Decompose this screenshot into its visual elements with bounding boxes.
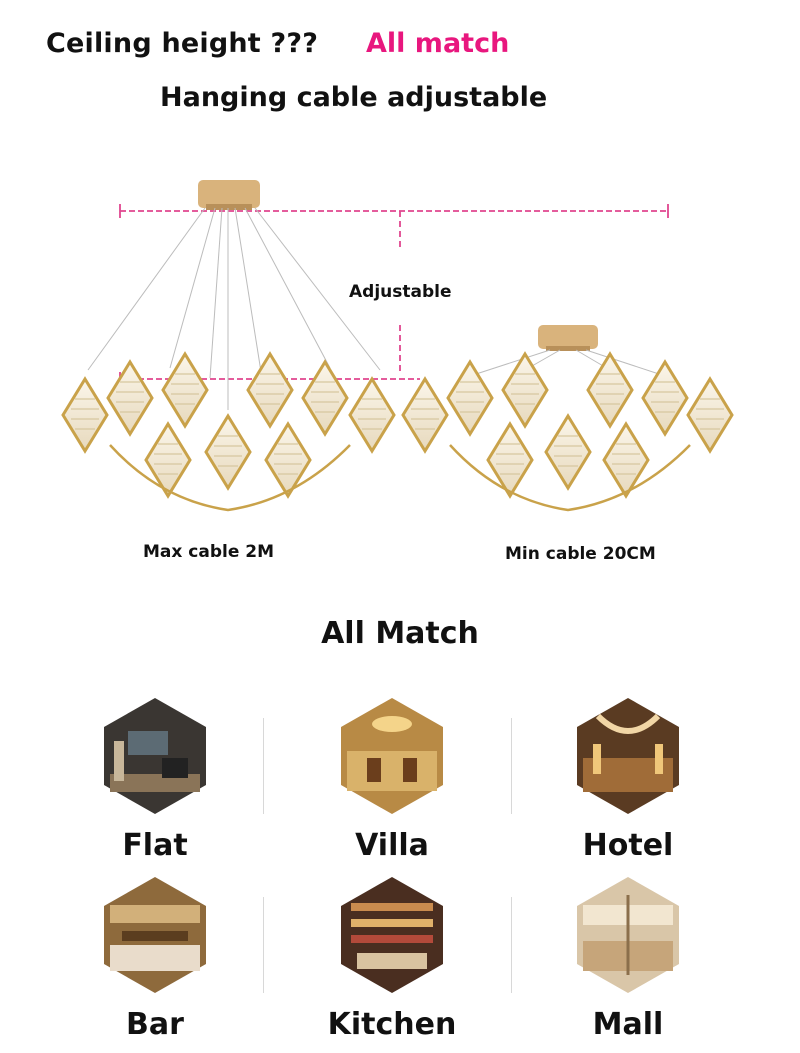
all-match-section-title: All Match: [321, 616, 479, 651]
venue-label: Hotel: [582, 828, 674, 863]
venue-kitchen: Kitchen: [292, 875, 492, 1042]
villa-image: [341, 698, 443, 814]
divider: [511, 897, 512, 993]
venue-label: Bar: [126, 1007, 184, 1042]
venue-flat: Flat: [55, 696, 255, 863]
mall-image: [577, 877, 679, 993]
venue-bar: Bar: [55, 875, 255, 1042]
venue-label: Villa: [355, 828, 429, 863]
venue-hotel: Hotel: [528, 696, 728, 863]
flat-image: [104, 698, 206, 814]
venue-mall: Mall: [528, 875, 728, 1042]
bar-image: [104, 877, 206, 993]
all-match-heading: All match: [366, 28, 510, 59]
venue-villa: Villa: [292, 696, 492, 863]
chandelier-diagram: [61, 180, 734, 512]
venue-label: Kitchen: [327, 1007, 457, 1042]
chandelier-min-cable: [401, 325, 734, 512]
divider: [263, 718, 264, 814]
adjustable-label: Adjustable: [349, 282, 452, 302]
max-cable-label: Max cable 2M: [143, 542, 275, 562]
cable-adjustable-heading: Hanging cable adjustable: [160, 82, 548, 113]
divider: [263, 897, 264, 993]
kitchen-image: [341, 877, 443, 993]
divider: [511, 718, 512, 814]
venue-label: Mall: [592, 1007, 664, 1042]
ceiling-height-heading: Ceiling height ???: [46, 28, 319, 59]
venue-label: Flat: [122, 828, 188, 863]
min-cable-label: Min cable 20CM: [505, 544, 656, 564]
hotel-image: [577, 698, 679, 814]
chandelier-max-cable: [61, 180, 396, 512]
